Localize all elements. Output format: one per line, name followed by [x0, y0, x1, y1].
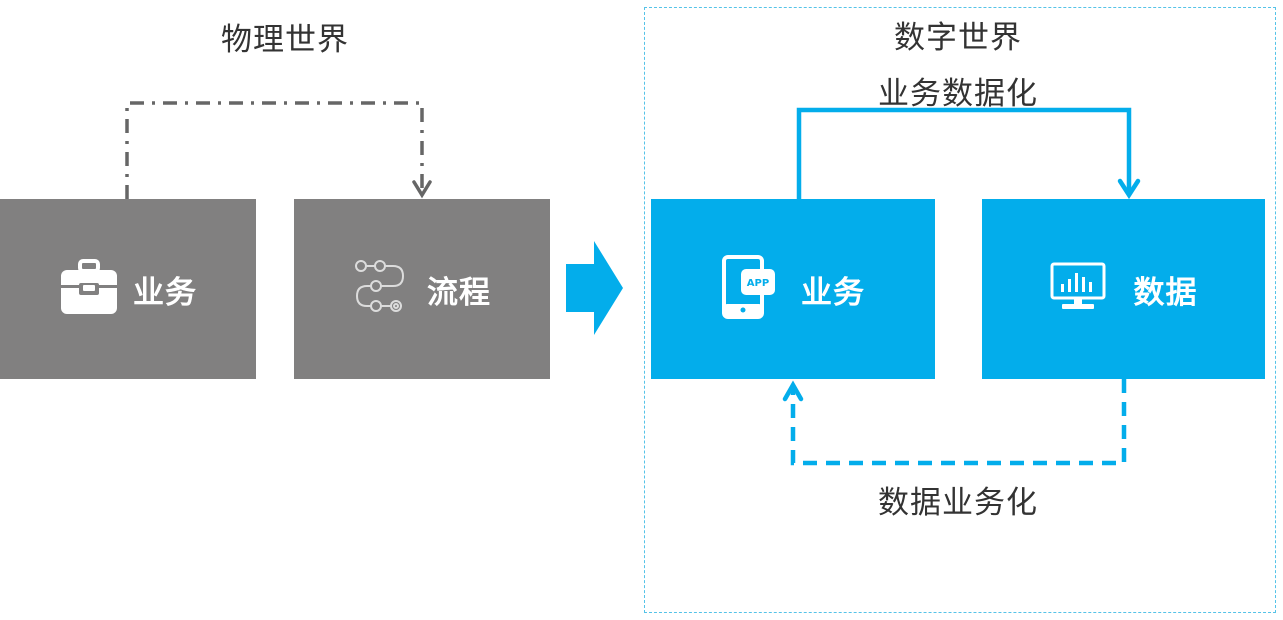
- physical-business-box: 业务: [0, 199, 256, 379]
- data-to-business-label: 数据业务化: [878, 485, 1038, 521]
- business-to-data-label: 业务数据化: [878, 76, 1038, 112]
- digital-data-label: 数据: [1133, 274, 1198, 311]
- physical-connector-line: [125, 101, 424, 199]
- digital-world-title: 数字世界: [894, 20, 1022, 56]
- physical-business-label: 业务: [133, 274, 197, 311]
- app-badge-text: APP: [747, 278, 769, 289]
- physical-world-title: 物理世界: [221, 22, 349, 58]
- digital-world-frame: [644, 7, 1276, 613]
- digital-business-label: 业务: [801, 274, 865, 311]
- process-flow-icon: [353, 256, 413, 322]
- physical-process-box: 流程: [294, 199, 550, 379]
- briefcase-icon: [59, 257, 119, 321]
- digital-business-box: APP 业务: [651, 199, 935, 379]
- physical-connector-arrowhead: [412, 180, 432, 199]
- transition-arrow-icon: [566, 241, 623, 335]
- physical-process-label: 流程: [427, 274, 491, 311]
- mobile-app-icon: APP: [721, 254, 777, 324]
- monitor-chart-icon: [1050, 262, 1106, 316]
- digital-data-box: 数据: [982, 199, 1265, 379]
